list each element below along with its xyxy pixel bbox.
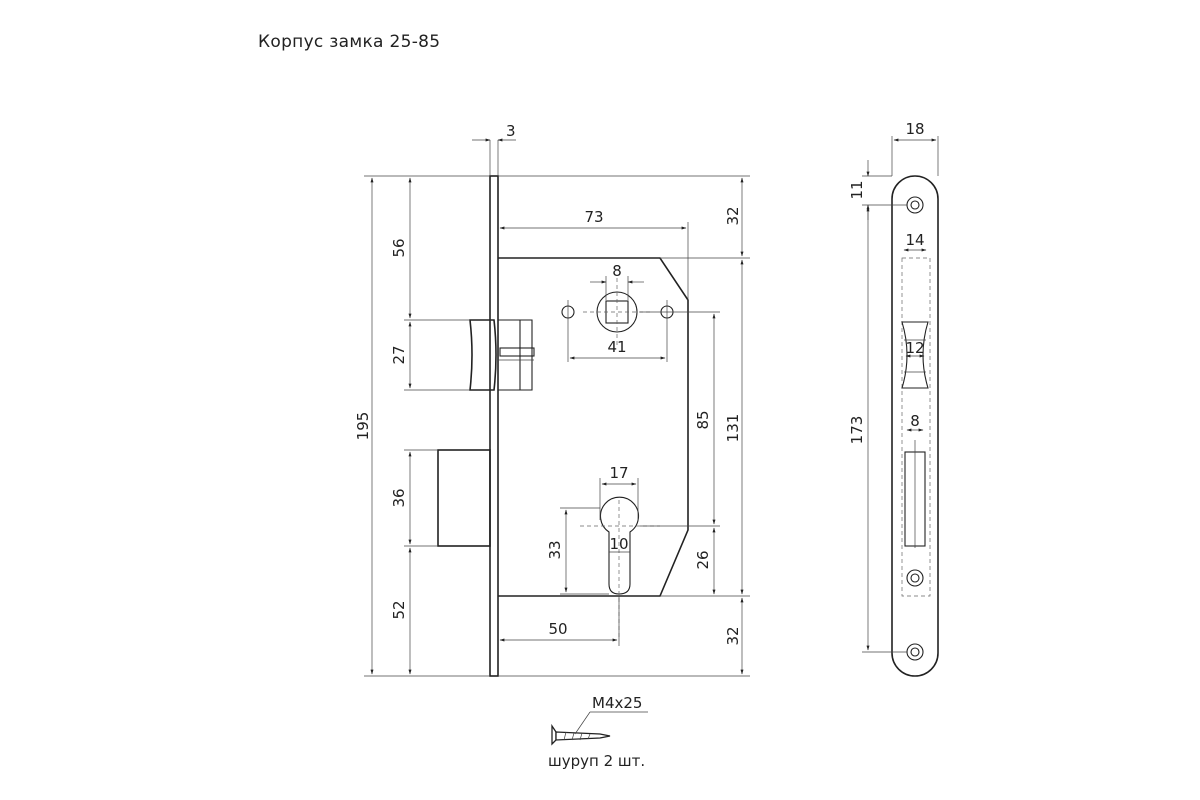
dead-bolt	[437, 449, 491, 547]
side-view: 3 195 56 27 36 52 73 32 131 32	[354, 122, 750, 677]
dim-bottom-offset: 32	[724, 626, 742, 645]
front-view: 18 11 173 14 12 8	[848, 120, 939, 677]
spindle-hub	[583, 278, 651, 346]
dim-body-height: 131	[724, 414, 742, 443]
faceplate	[891, 175, 939, 677]
dim-bolt-opening-width: 8	[910, 412, 920, 430]
dim-bottom-to-bolt: 52	[390, 600, 408, 619]
faceplate-edge	[489, 175, 499, 677]
dim-hole-spacing: 41	[607, 338, 626, 356]
latch-bolt	[469, 319, 535, 391]
dim-total-height: 195	[354, 412, 372, 441]
screw-icon	[551, 723, 611, 746]
dim-cylinder-slot: 10	[609, 535, 628, 553]
faceplate-middle-hole	[906, 569, 924, 587]
dim-backset: 50	[548, 620, 567, 638]
dim-cylinder-width: 17	[609, 464, 628, 482]
screw-callout: M4x25 шуруп 2 шт.	[548, 694, 648, 770]
dim-bolt-height: 36	[390, 488, 408, 507]
lock-body	[498, 257, 689, 597]
dim-latch-opening-width: 14	[905, 231, 924, 249]
dim-latch-height: 27	[390, 345, 408, 364]
dim-cylinder-height: 33	[546, 540, 564, 559]
dim-top-offset: 32	[724, 206, 742, 225]
dim-cylinder-to-bottom: 26	[694, 550, 712, 569]
dim-body-width: 73	[584, 208, 603, 226]
dim-faceplate-width: 18	[905, 120, 924, 138]
dim-screw-hole-offset: 11	[848, 180, 866, 199]
drawing-title: Корпус замка 25-85	[258, 32, 441, 52]
screw-note: шуруп 2 шт.	[548, 752, 645, 770]
faceplate-top-hole	[906, 196, 924, 214]
cylinder-cutout	[580, 496, 660, 640]
faceplate-latch-opening	[901, 321, 929, 389]
dim-faceplate-thickness: 3	[506, 122, 516, 140]
dim-latch-width: 12	[905, 339, 924, 357]
dim-spindle-to-cylinder: 85	[694, 410, 712, 429]
screw-spec: M4x25	[592, 694, 642, 712]
dim-spindle-square: 8	[612, 262, 622, 280]
faceplate-bottom-hole	[906, 643, 924, 661]
dim-faceplate-hole-spacing: 173	[848, 416, 866, 445]
dim-top-to-latch: 56	[390, 238, 408, 257]
